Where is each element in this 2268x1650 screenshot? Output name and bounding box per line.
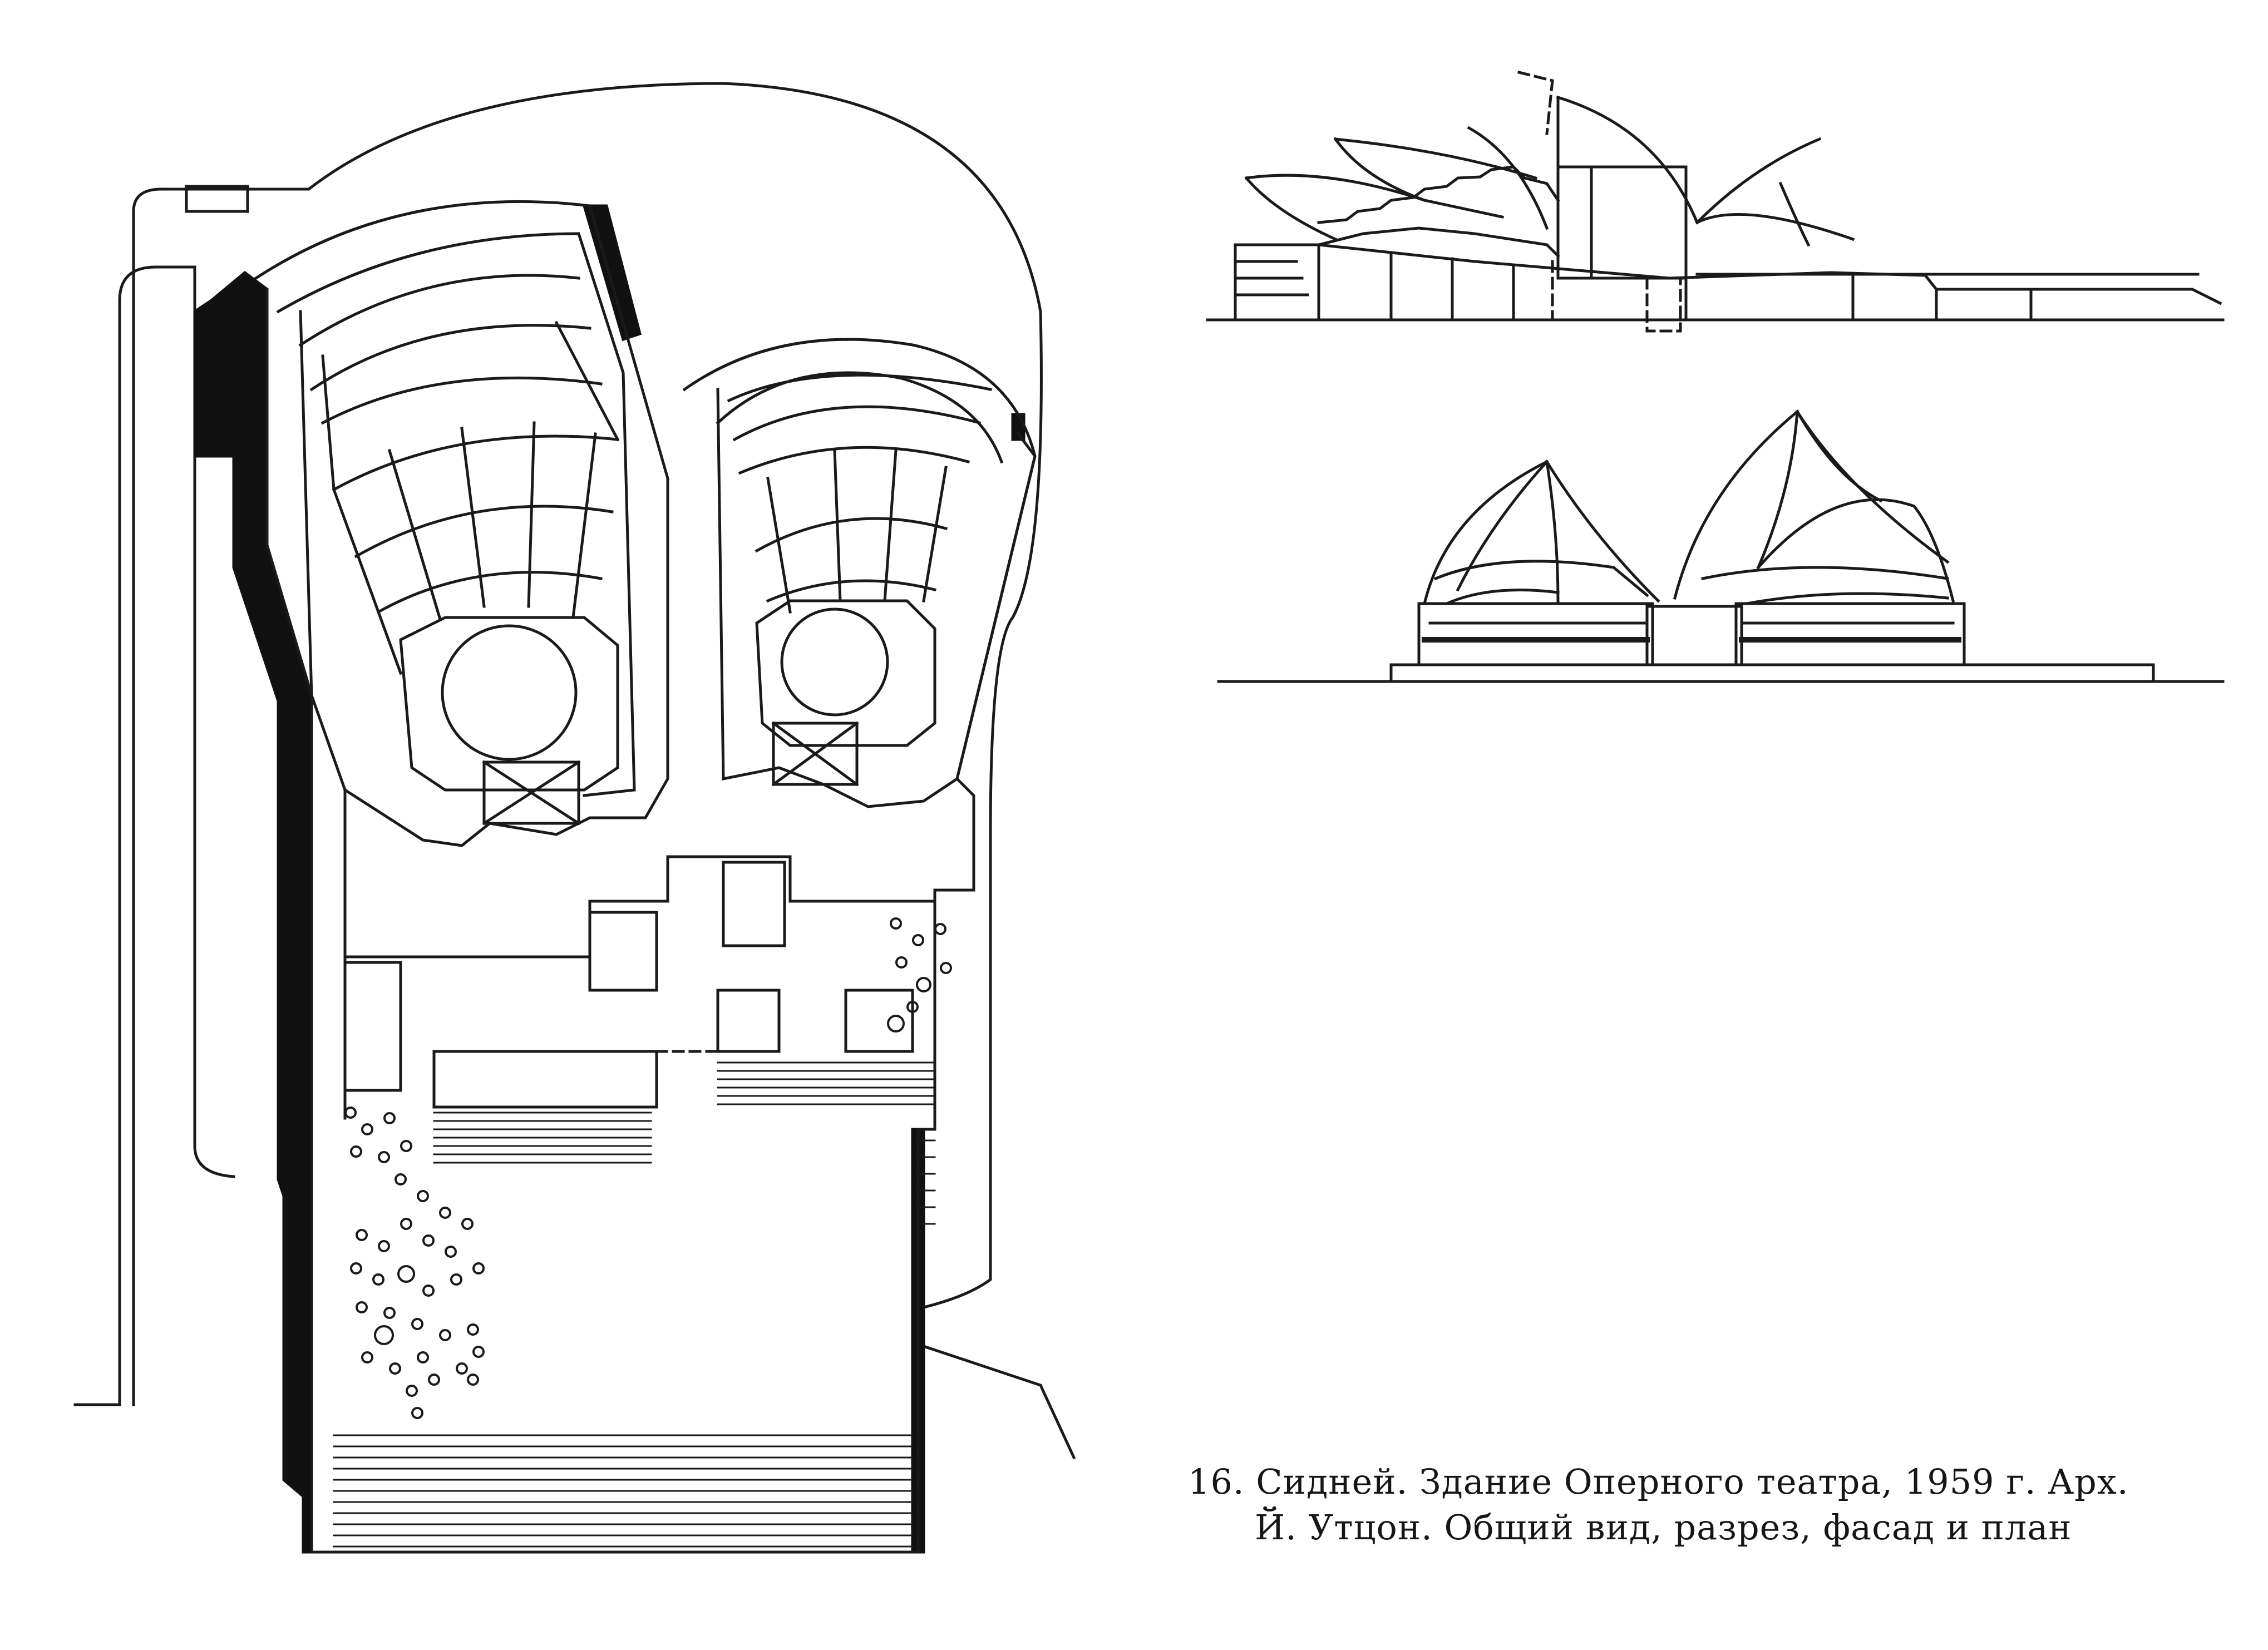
plan-minor-stage (755, 599, 936, 747)
plan-major-seating (321, 376, 603, 425)
plan-major-aisle (460, 427, 486, 608)
plan-foyer (343, 788, 936, 959)
plan-major-aisle (387, 448, 442, 620)
figure-caption-line-1: 16. Сидней. Здание Оперного театра, 1959… (1188, 1461, 2129, 1502)
elevation-shell-left (1433, 560, 1649, 597)
plan-major-hall-inner (276, 232, 636, 797)
elevation-shell-left (1444, 589, 1560, 606)
elevation-connector (1645, 605, 1743, 666)
plan-grand-stair-right (717, 1061, 936, 1105)
plan-stair-block (588, 911, 658, 992)
plan-major-aisle (554, 320, 620, 442)
plan-minor-hall-shell (682, 338, 1037, 808)
elevation-base (1389, 663, 2155, 683)
plan-minor-seating (727, 373, 992, 403)
plan-major-seating (376, 571, 603, 614)
plan-grand-stair-upper (433, 1111, 652, 1164)
plan-minor-aisle (922, 466, 948, 602)
section-shell (1778, 181, 1811, 247)
elevation-shell-left (1422, 460, 1660, 606)
plan-stair-block (722, 861, 786, 947)
elevation-shell-right (1746, 592, 1949, 605)
plan-site-boundary (921, 1344, 1076, 1460)
plan-major-lift-x (482, 760, 581, 826)
elevation-shell-right (1756, 498, 1955, 603)
section-shell (1695, 137, 1822, 225)
plan-minor-seating (732, 405, 982, 442)
section-shell (1334, 137, 1538, 180)
section-stage-pit (1645, 276, 1682, 333)
plan-forecourt-trees (344, 917, 952, 1419)
plan-minor-lift (772, 722, 859, 786)
section-shell (1244, 176, 1338, 241)
elevation-shell-right (1756, 410, 1799, 570)
plan-stair-block (716, 989, 781, 1053)
section-ceiling-steps (1317, 165, 1560, 224)
plan-minor-lift-x (771, 721, 859, 787)
elevation-podium-right (1734, 602, 1966, 666)
plan-major-aisle (527, 421, 536, 608)
plan-major-seating (354, 505, 614, 559)
plan-minor-aisle (833, 449, 842, 602)
plan-site-boundary (73, 265, 235, 1406)
elevation-shell-left (1545, 460, 1560, 602)
plan-major-aisle (321, 354, 336, 491)
plan-west-wall (193, 270, 313, 1554)
plan-major-stage (399, 616, 619, 792)
plan-major-lift (482, 760, 580, 825)
section-shell (1333, 137, 1427, 202)
plan-major-seating (309, 324, 591, 392)
section-stage-tower (1556, 165, 1688, 280)
figure-caption-line-2: Й. Утцон. Общий вид, разрез, фасад и пла… (1255, 1507, 2072, 1548)
plan-site-boundary (132, 82, 1043, 1406)
plan-major-aisle (571, 432, 597, 619)
section-podium (1234, 243, 2222, 322)
floor-plan (73, 82, 1076, 1554)
plan-major-seating (298, 274, 580, 347)
section-ceiling-steps (1317, 226, 1560, 258)
plan-major-hall-shell (254, 200, 669, 847)
section-drawing (1206, 70, 2225, 333)
plan-minor-stage-revolve (780, 607, 889, 717)
plan-grand-stair-lower (333, 1434, 914, 1548)
plan-minor-seating (755, 517, 948, 553)
plan-stair-block (844, 989, 914, 1053)
plan-major-aisle (332, 487, 403, 675)
plan-stair-block (432, 1050, 658, 1109)
plan-major-seating (332, 434, 619, 492)
plan-minor-aisle (766, 477, 792, 614)
plan-minor-aisle (883, 449, 898, 602)
elevation-shell-right (1795, 409, 1883, 503)
section-shell (1556, 95, 1699, 225)
elevation-podium-left (1417, 602, 1654, 666)
plan-minor-seating (766, 579, 937, 603)
plan-minor-seating (738, 446, 970, 475)
section-shell (1695, 213, 1855, 241)
plan-side-stair (917, 1139, 936, 1225)
plan-stair-block (343, 961, 402, 1092)
plan-major-stage-revolve (441, 624, 578, 761)
facade-elevation (1217, 409, 2225, 683)
plan-gatehouse (185, 185, 249, 213)
section-dashed-mast (1517, 70, 1554, 135)
elevation-shell-left (1456, 460, 1549, 592)
elevation-shell-right (1701, 566, 1949, 580)
